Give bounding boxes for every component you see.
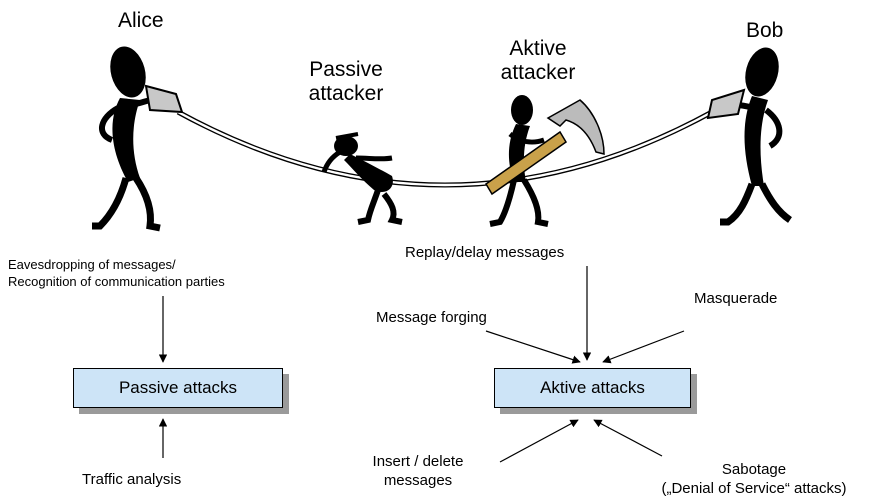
traffic-analysis-label: Traffic analysis: [82, 471, 182, 488]
aktive-attacks-box: Aktive attacks: [494, 368, 691, 408]
arrow-forging-to-aktive: [485, 330, 581, 364]
message-forging-label: Message forging: [376, 309, 487, 326]
passive-attacks-box-label: Passive attacks: [118, 378, 238, 397]
aktive-attacker-label-line1: Aktive: [509, 37, 567, 60]
arrow-insert-to-aktive: [499, 419, 579, 463]
aktive-attacks-box-label: Aktive attacks: [540, 378, 645, 397]
arrow-sabotage-to-aktive: [593, 419, 663, 457]
passive-attacker-label: Passive attacker: [296, 58, 396, 106]
aktive-attacker-label-line2: attacker: [500, 61, 576, 84]
sabotage-label-line2: („Denial of Service“ attacks): [661, 480, 847, 497]
insert-delete-label-line1: Insert / delete: [372, 453, 464, 470]
sabotage-label-line1: Sabotage: [721, 461, 787, 478]
bob-figure-icon: [706, 47, 793, 226]
eavesdropping-label-line1: Eavesdropping of messages/: [8, 257, 176, 272]
eavesdropping-label: Eavesdropping of messages/ Recognition o…: [8, 256, 225, 290]
masquerade-label: Masquerade: [694, 290, 778, 307]
passive-attacker-label-line2: attacker: [308, 82, 384, 105]
alice-figure-icon: [92, 46, 184, 232]
passive-attacks-box: Passive attacks: [73, 368, 283, 408]
passive-attacker-label-line1: Passive: [309, 58, 383, 81]
passive-attacker-figure-icon: [321, 132, 403, 225]
arrow-masquerade-to-aktive: [602, 330, 685, 364]
bob-label: Bob: [746, 19, 784, 42]
telephone-string: [176, 109, 714, 188]
alice-label: Alice: [118, 9, 164, 32]
sabotage-label: Sabotage („Denial of Service“ attacks): [638, 460, 870, 498]
replay-delay-label: Replay/delay messages: [405, 244, 565, 261]
insert-delete-label-line2: messages: [383, 472, 453, 489]
aktive-attacker-label: Aktive attacker: [488, 37, 588, 85]
eavesdropping-label-line2: Recognition of communication parties: [8, 274, 225, 289]
insert-delete-label: Insert / delete messages: [358, 452, 478, 490]
aktive-attacker-figure-icon: [484, 95, 605, 227]
